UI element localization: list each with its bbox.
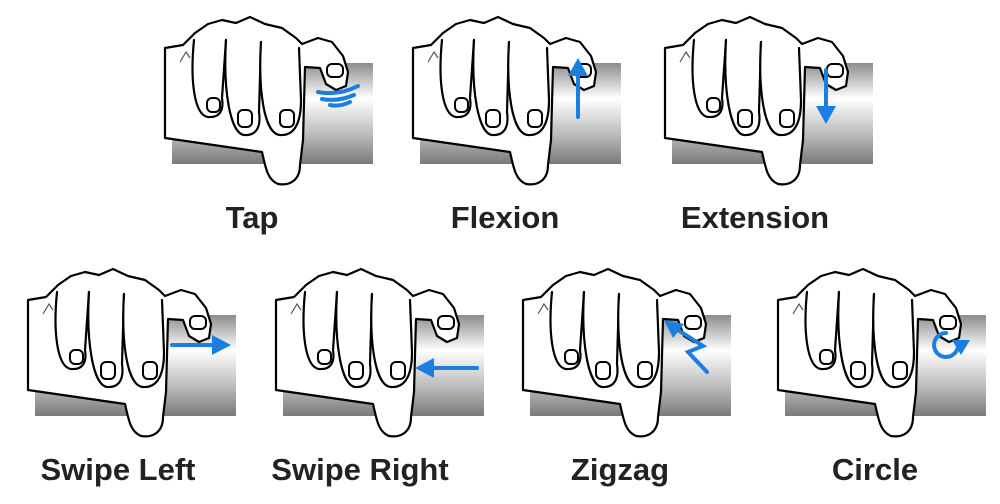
gesture-label: Circle [832, 452, 918, 487]
tap-waves-icon [316, 84, 360, 108]
hand-on-cylinder-image [413, 17, 621, 184]
gesture-label: Swipe Left [40, 452, 195, 487]
arrow-left-icon [415, 358, 479, 378]
hand-on-cylinder-image [276, 269, 484, 436]
gesture-label: Extension [681, 200, 829, 235]
gesture-extension: Extension [665, 17, 873, 235]
gesture-tap: Tap [165, 17, 373, 235]
zigzag-arrow-icon [664, 320, 709, 374]
arrow-down-icon [816, 68, 836, 124]
gesture-label: Zigzag [571, 452, 669, 487]
circular-arrow-icon [932, 331, 970, 359]
gesture-label: Tap [226, 200, 279, 235]
gesture-swipe-right: Swipe Right [271, 269, 484, 487]
gesture-zigzag: Zigzag [523, 269, 731, 487]
gesture-flexion: Flexion [413, 17, 621, 235]
arrow-up-icon [568, 58, 588, 119]
gesture-circle: Circle [778, 269, 986, 487]
arrow-right-icon [170, 335, 231, 355]
hand-on-cylinder-image [28, 269, 236, 436]
gesture-label: Flexion [451, 200, 560, 235]
gesture-swipe-left: Swipe Left [28, 269, 236, 487]
hand-on-cylinder-image [665, 17, 873, 184]
hand-on-cylinder-image [523, 269, 731, 436]
gesture-label: Swipe Right [271, 452, 448, 487]
